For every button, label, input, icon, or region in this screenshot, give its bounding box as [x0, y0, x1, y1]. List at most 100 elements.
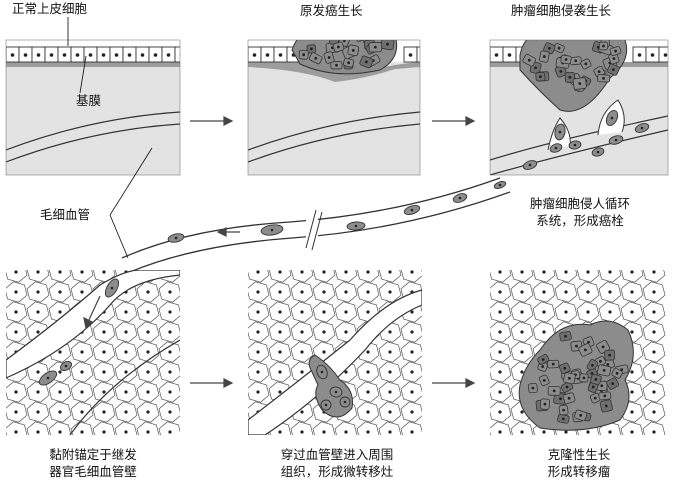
label-capillary: 毛细血管 — [40, 207, 91, 222]
cell-nucleus — [579, 413, 583, 417]
cell-nucleus — [608, 290, 612, 294]
cell-nucleus — [146, 290, 150, 294]
process-arrows — [83, 116, 476, 388]
cell-nucleus — [561, 417, 565, 421]
cell-nucleus — [498, 310, 502, 314]
cell-nucleus — [542, 270, 546, 274]
cell-nucleus — [611, 382, 615, 386]
cell-nucleus — [604, 404, 608, 408]
tissue-cell — [312, 270, 336, 283]
cell-nucleus — [388, 290, 392, 294]
cell-nucleus — [388, 270, 392, 274]
secondary-capillary — [6, 270, 180, 379]
cell-nucleus — [652, 270, 656, 274]
cell-nucleus — [36, 330, 40, 334]
tissue-cell — [510, 270, 534, 283]
cell-nucleus — [520, 290, 524, 294]
cell-nucleus — [256, 310, 260, 314]
label-adhesion-line2: 器官毛细血管壁 — [49, 464, 137, 479]
cell-nucleus — [342, 40, 346, 43]
tissue-cell — [356, 421, 380, 435]
cell-nucleus — [14, 310, 18, 314]
cell-nucleus — [564, 334, 567, 338]
cell-nucleus — [587, 340, 590, 344]
cell-nucleus — [256, 270, 260, 274]
panel-invasive-growth — [490, 40, 668, 175]
cell-nucleus — [278, 270, 282, 274]
cell-nucleus — [663, 53, 668, 57]
tissue-cell — [510, 421, 534, 435]
cell-nucleus — [344, 310, 348, 314]
cell-nucleus — [80, 350, 84, 354]
cell-nucleus — [322, 270, 326, 274]
cell-nucleus — [597, 70, 601, 74]
cell-nucleus — [58, 270, 62, 274]
cell-nucleus — [256, 370, 260, 374]
cell-nucleus — [278, 330, 282, 334]
cell-nucleus — [564, 270, 568, 274]
label-invasive-growth: 肿瘤细胞侵袭生长 — [511, 3, 612, 18]
cell-nucleus — [582, 376, 586, 380]
cell-nucleus — [534, 66, 538, 70]
label-adhesion-line1: 黏附锚定于继发 — [49, 447, 137, 462]
cell-nucleus — [343, 400, 347, 404]
cell-nucleus — [568, 75, 572, 79]
cell-nucleus — [300, 330, 304, 334]
cell-nucleus — [557, 46, 561, 50]
cell-nucleus — [410, 410, 414, 414]
cell-nucleus — [36, 290, 40, 294]
tumor-cell — [342, 28, 351, 36]
cell-nucleus — [543, 402, 547, 406]
cell-nucleus — [608, 270, 612, 274]
cell-nucleus — [256, 390, 260, 394]
cell-nucleus — [300, 370, 304, 374]
cell-nucleus — [10, 53, 15, 57]
cell-nucleus — [14, 430, 18, 434]
cell-nucleus — [563, 366, 567, 370]
cell-nucleus — [36, 410, 40, 414]
cell-nucleus — [615, 371, 619, 375]
label-adhesion: 黏附锚定于继发 器官毛细血管壁 — [28, 446, 158, 480]
cell-nucleus — [366, 270, 370, 274]
cell-nucleus — [520, 310, 524, 314]
cell-nucleus — [527, 58, 531, 62]
cell-nucleus — [322, 350, 326, 354]
cell-nucleus — [528, 163, 532, 167]
arrow-icon — [465, 116, 476, 126]
cell-nucleus — [520, 430, 524, 434]
tissue-cell — [378, 270, 402, 283]
tissue-cell — [26, 270, 50, 283]
cell-nucleus — [652, 290, 656, 294]
cell-nucleus — [14, 390, 18, 394]
label-extravasation: 穿过血管壁进入周围 组织，形成微转移灶 — [262, 446, 412, 480]
cell-nucleus — [124, 370, 128, 374]
cell-nucleus — [603, 394, 607, 398]
cell-nucleus — [23, 53, 28, 57]
cell-nucleus — [333, 40, 335, 41]
cell-nucleus — [586, 270, 590, 274]
cell-nucleus — [168, 350, 172, 354]
cell-nucleus — [114, 53, 119, 57]
tissue-cell — [290, 270, 314, 283]
cell-nucleus — [300, 410, 304, 414]
cell-nucleus — [559, 397, 562, 401]
cell-nucleus — [630, 430, 634, 434]
label-extravasation-line1: 穿过血管壁进入周围 — [280, 447, 394, 462]
cell-nucleus — [168, 290, 172, 294]
cell-nucleus — [564, 310, 568, 314]
cell-nucleus — [168, 330, 172, 334]
cell-nucleus — [614, 49, 617, 53]
cell-nucleus — [388, 410, 392, 414]
cell-nucleus — [153, 53, 158, 57]
cell-nucleus — [606, 363, 610, 366]
cell-nucleus — [590, 363, 594, 367]
cell-nucleus — [124, 430, 128, 434]
cell-nucleus — [410, 350, 414, 354]
tissue-cell — [642, 270, 666, 283]
cell-nucleus — [146, 350, 150, 354]
label-extravasation-line2: 组织，形成微转移灶 — [280, 464, 394, 479]
cell-nucleus — [410, 270, 414, 274]
tissue-cell — [490, 270, 512, 283]
cell-nucleus — [542, 55, 546, 58]
cell-nucleus — [14, 410, 18, 414]
